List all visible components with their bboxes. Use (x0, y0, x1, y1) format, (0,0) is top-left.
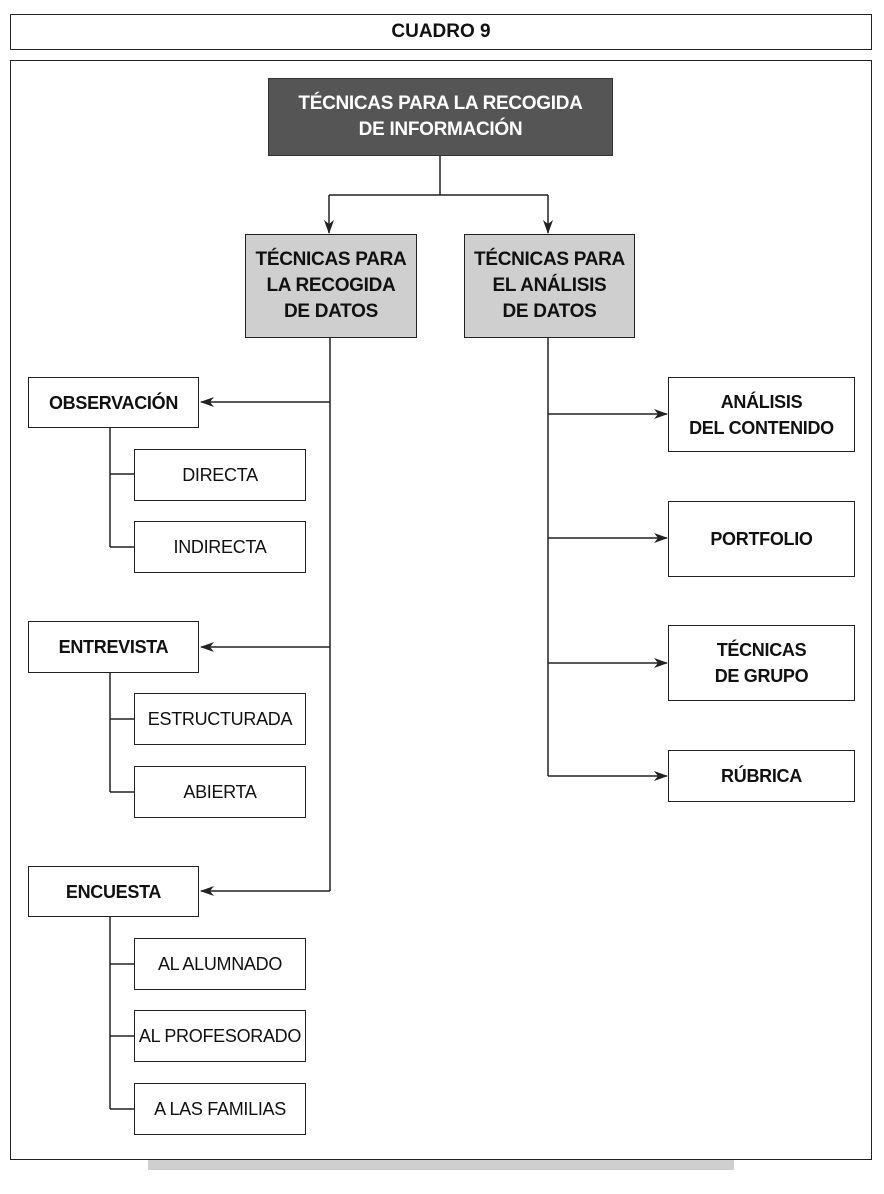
diagram-title: CUADRO 9 (391, 21, 491, 42)
node-abierta: ABIERTA (134, 766, 306, 818)
branch-recogida-datos-label: TÉCNICAS PARA LA RECOGIDA DE DATOS (255, 249, 407, 322)
branch-analisis-datos: TÉCNICAS PARA EL ANÁLISIS DE DATOS (464, 234, 635, 338)
node-encuesta-label: ENCUESTA (65, 881, 162, 902)
node-estructurada-label: ESTRUCTURADA (147, 709, 293, 729)
node-observacion-label: OBSERVACIÓN (48, 392, 179, 413)
node-analisis-contenido: ANÁLISIS DEL CONTENIDO (668, 377, 855, 452)
node-indirecta: INDIRECTA (134, 521, 306, 573)
node-rubrica-label: RÚBRICA (721, 766, 802, 786)
node-directa-label: DIRECTA (182, 465, 258, 485)
node-entrevista: ENTREVISTA (28, 621, 199, 673)
node-analisis-contenido-label: ANÁLISIS DEL CONTENIDO (689, 391, 834, 438)
node-directa: DIRECTA (134, 449, 306, 501)
node-a-las-familias: A LAS FAMILIAS (134, 1083, 306, 1135)
node-entrevista-label: ENTREVISTA (58, 637, 169, 657)
root-node: TÉCNICAS PARA LA RECOGIDA DE INFORMACIÓN (268, 78, 613, 156)
node-indirecta-label: INDIRECTA (173, 537, 267, 557)
node-abierta-label: ABIERTA (183, 782, 257, 802)
diagram-frame (10, 60, 872, 1160)
node-observacion: OBSERVACIÓN (28, 377, 199, 428)
root-label: TÉCNICAS PARA LA RECOGIDA DE INFORMACIÓN (298, 93, 583, 140)
node-estructurada: ESTRUCTURADA (134, 693, 306, 745)
node-portfolio: PORTFOLIO (668, 501, 855, 577)
node-al-alumnado: AL ALUMNADO (134, 938, 306, 990)
branch-analisis-datos-label: TÉCNICAS PARA EL ANÁLISIS DE DATOS (474, 249, 625, 322)
title-bar: CUADRO 9 (10, 14, 872, 50)
frame-shadow (148, 1160, 734, 1170)
node-al-profesorado-label: AL PROFESORADO (138, 1026, 302, 1046)
node-al-profesorado: AL PROFESORADO (134, 1010, 306, 1062)
node-rubrica: RÚBRICA (668, 750, 855, 802)
branch-recogida-datos: TÉCNICAS PARA LA RECOGIDA DE DATOS (245, 234, 417, 338)
node-tecnicas-grupo: TÉCNICAS DE GRUPO (668, 625, 855, 701)
node-tecnicas-grupo-label: TÉCNICAS DE GRUPO (714, 640, 809, 686)
node-encuesta: ENCUESTA (28, 866, 199, 917)
node-a-las-familias-label: A LAS FAMILIAS (154, 1099, 286, 1119)
node-portfolio-label: PORTFOLIO (710, 529, 813, 549)
node-al-alumnado-label: AL ALUMNADO (157, 954, 283, 974)
